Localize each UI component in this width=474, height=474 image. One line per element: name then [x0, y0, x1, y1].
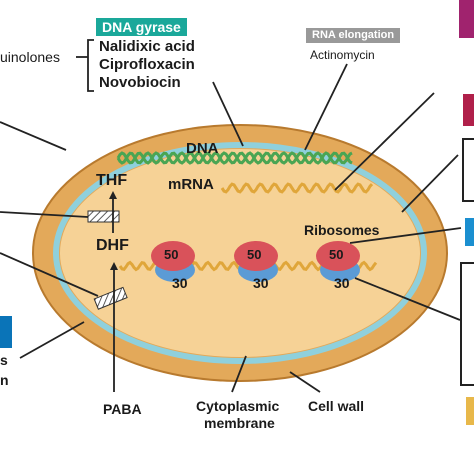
- mrna-strand: [220, 182, 374, 194]
- ribosome-30-leader: [354, 277, 461, 321]
- right-purple-tag: [459, 0, 474, 38]
- large-subunit-label-1: 50: [164, 247, 179, 262]
- dna-helix: [116, 151, 353, 165]
- ribosome-1: [151, 241, 195, 282]
- ciprofloxacin-label: Ciprofloxacin: [99, 56, 195, 73]
- cell-wall-leader: [289, 371, 321, 393]
- wall-leader: [401, 154, 459, 213]
- rna-elongation-tag: RNA elongation: [306, 28, 401, 43]
- dna-label: DNA: [186, 140, 219, 157]
- quinolones-label: uinolones: [0, 49, 60, 65]
- right-box-1: [462, 138, 474, 202]
- dna-strand-b: [116, 151, 353, 165]
- dhp-block-leader: [0, 252, 99, 297]
- ribosome-3: [316, 241, 360, 282]
- right-blue-tag: [465, 218, 474, 246]
- gyrase-leader: [212, 81, 244, 147]
- right-crimson-tag: [463, 94, 474, 126]
- large-subunit-shape: [316, 241, 360, 271]
- cell-wall-label: Cell wall: [308, 398, 365, 414]
- right-gold-tag: [466, 397, 474, 425]
- mrna-leader: [334, 92, 435, 191]
- quinolone-bracket: [87, 39, 94, 92]
- left-bottom-leader: [19, 321, 85, 359]
- small-subunit-label-2: 30: [253, 275, 269, 291]
- paba-to-dhf-arrowhead: [110, 262, 118, 270]
- large-subunit-label-3: 50: [329, 247, 344, 262]
- thf-label: THF: [96, 172, 128, 189]
- cytoplasmic-label: Cytoplasmic: [196, 398, 280, 414]
- left-cut-label-2: n: [0, 372, 9, 388]
- ribosomes-label: Ribosomes: [304, 222, 380, 238]
- left-cut-label-1: s: [0, 352, 8, 368]
- large-subunit-shape: [151, 241, 195, 271]
- left-blue-box: [0, 316, 12, 348]
- ribosome-2: [234, 241, 278, 282]
- actinomycin-label: Actinomycin: [310, 48, 375, 62]
- dhf-to-thf-arrowhead: [109, 191, 117, 199]
- dna-gyrase-tag: DNA gyrase: [96, 18, 187, 36]
- dhf-label: DHF: [96, 237, 129, 254]
- mrna-label: mRNA: [168, 176, 214, 193]
- dhf-reductase-block: [87, 210, 120, 223]
- small-subunit-label-1: 30: [172, 275, 188, 291]
- ribosome-leader: [349, 227, 462, 244]
- paba-label: PABA: [103, 401, 142, 417]
- right-box-2: [460, 262, 474, 386]
- dhp-synthetase-block: [93, 286, 128, 310]
- membrane-leader: [231, 355, 247, 393]
- large-subunit-shape: [234, 241, 278, 271]
- cytoplasmic-membrane-shape: [53, 142, 427, 364]
- small-subunit-label-3: 30: [334, 275, 350, 291]
- nalidixic-acid-label: Nalidixic acid: [99, 38, 195, 55]
- thf-block-leader: [0, 211, 89, 218]
- large-subunit-label-2: 50: [247, 247, 262, 262]
- membrane-label: membrane: [204, 415, 275, 431]
- left-top-leader: [0, 121, 67, 151]
- actinomycin-leader: [304, 63, 348, 151]
- novobiocin-label: Novobiocin: [99, 74, 181, 91]
